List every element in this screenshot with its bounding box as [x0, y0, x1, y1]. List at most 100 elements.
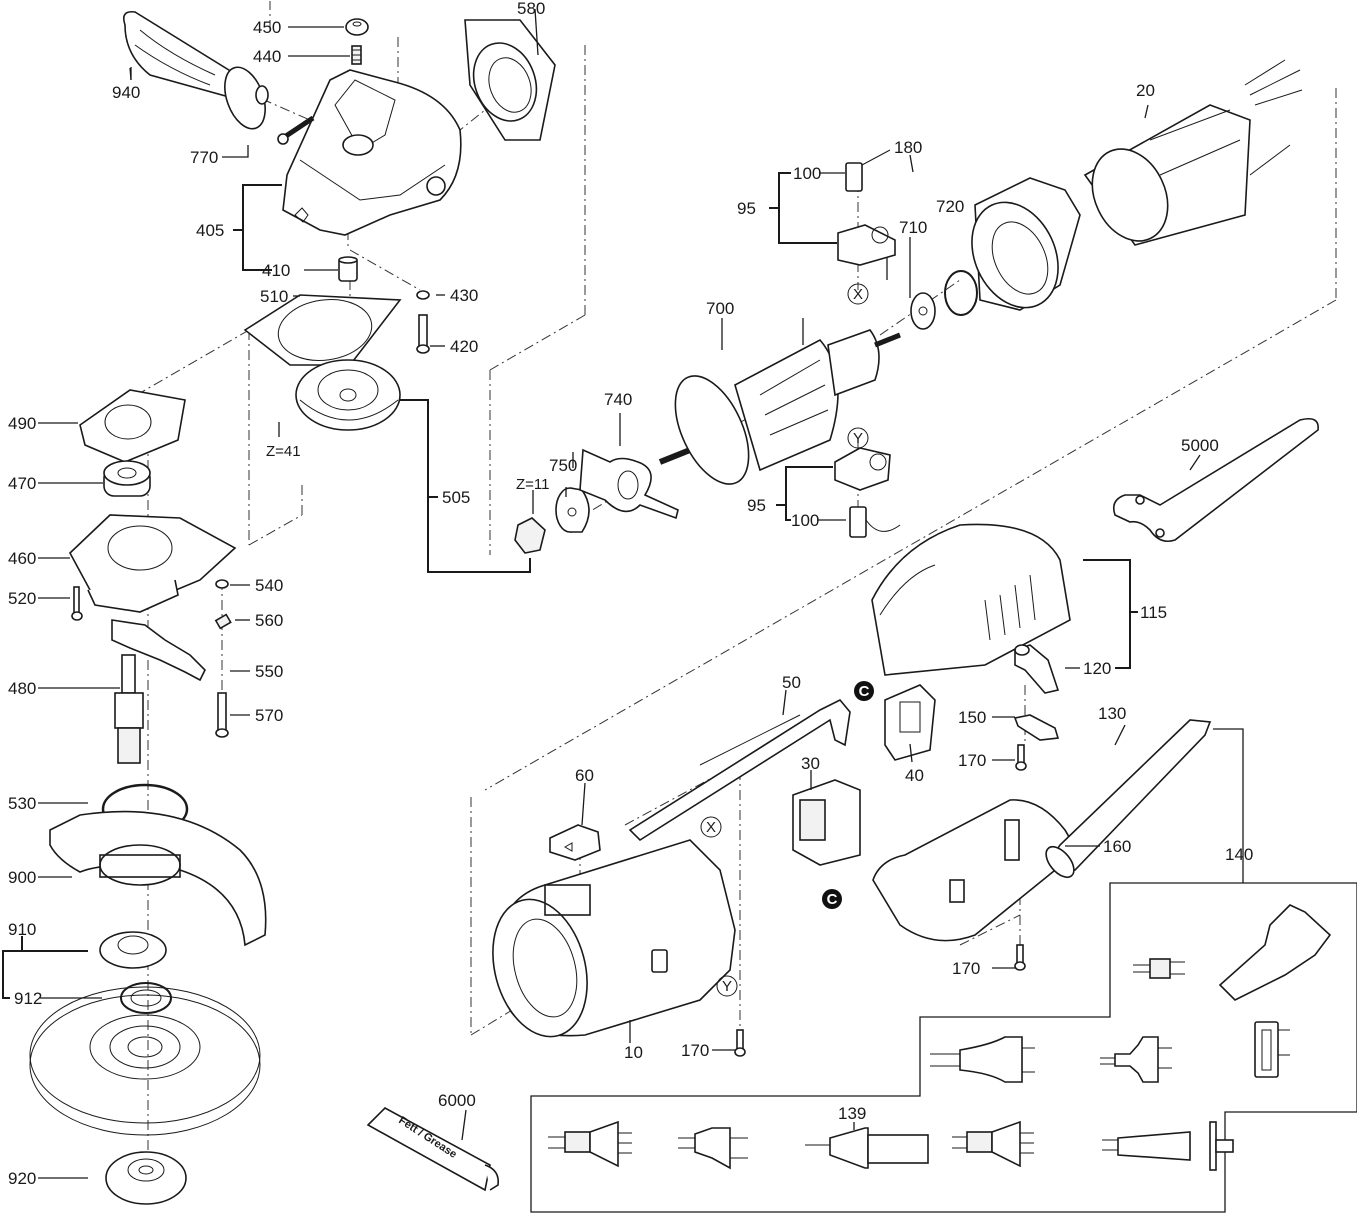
label-100-upper: 100	[793, 164, 821, 183]
motor-housing-10	[492, 839, 736, 1038]
grinding-disc	[29, 986, 261, 1136]
label-450: 450	[253, 18, 281, 37]
label-130: 130	[1098, 704, 1126, 723]
screw-770	[277, 115, 315, 145]
clamping-nut-920	[105, 1151, 187, 1205]
label-510: 510	[260, 287, 288, 306]
label-540: 540	[255, 576, 283, 595]
spring-440	[351, 45, 362, 65]
brush-holder-95-upper	[837, 224, 896, 266]
svg-text:C: C	[827, 891, 838, 908]
ref-mark-c-lower: C	[822, 889, 842, 909]
svg-text:C: C	[859, 683, 870, 700]
plug-variant-8-139	[805, 1127, 929, 1169]
svg-text:Y: Y	[853, 430, 863, 447]
leader-lines	[2, 8, 1244, 1179]
label-410: 410	[262, 261, 290, 280]
plug-variant-9	[952, 1120, 1034, 1168]
pin-420	[416, 314, 430, 354]
plug-variant-5	[1254, 1021, 1290, 1078]
label-740: 740	[604, 390, 632, 409]
label-405: 405	[196, 221, 224, 240]
label-912: 912	[14, 989, 42, 1008]
spanner-5000	[1112, 417, 1319, 543]
label-120: 120	[1083, 659, 1111, 678]
side-handle-940	[122, 10, 269, 130]
spindle-480	[114, 654, 144, 764]
label-480: 480	[8, 679, 36, 698]
label-940: 940	[112, 83, 140, 102]
ref-mark-c-upper: C	[854, 681, 874, 701]
label-750: 750	[549, 456, 577, 475]
screw-170-mid	[1014, 944, 1026, 971]
label-z11: Z=11	[516, 476, 550, 493]
switch-part-120	[1014, 644, 1060, 694]
label-115: 115	[1140, 603, 1167, 622]
label-550: 550	[255, 662, 283, 681]
bevel-gear-large-z41	[295, 359, 401, 431]
cover-580	[464, 19, 556, 141]
plug-variant-10	[1102, 1121, 1234, 1171]
label-910: 910	[8, 920, 36, 939]
label-920: 920	[8, 1169, 36, 1188]
label-505: 505	[442, 488, 470, 507]
label-170-bottom: 170	[681, 1041, 709, 1060]
label-180: 180	[894, 138, 922, 157]
label-139: 139	[838, 1104, 866, 1123]
part-labels: 450 440 580 940 770 405 410 510 430 420 …	[8, 0, 1253, 1188]
screw-520	[71, 586, 83, 621]
label-170-right: 170	[958, 751, 986, 770]
label-170-mid: 170	[952, 959, 980, 978]
plug-variant-6	[548, 1120, 632, 1168]
baffle-740	[579, 448, 679, 520]
screw-170-bottom	[734, 1029, 746, 1057]
label-95-lower: 95	[747, 496, 766, 515]
label-560: 560	[255, 611, 283, 630]
label-900: 900	[8, 868, 36, 887]
cable-sleeve-130	[1045, 719, 1212, 879]
ring-720	[944, 270, 978, 316]
bearing-750	[555, 487, 590, 533]
washer-540	[215, 579, 229, 589]
label-5000: 5000	[1181, 436, 1219, 455]
label-460: 460	[8, 549, 36, 568]
label-520: 520	[8, 589, 36, 608]
plug-variants-box	[530, 882, 1357, 1213]
cap-450	[345, 18, 369, 36]
switch-30	[792, 779, 861, 866]
bushing-410	[338, 256, 358, 282]
label-150: 150	[958, 708, 986, 727]
label-50: 50	[782, 673, 801, 692]
plug-variant-2	[1218, 904, 1332, 1001]
label-z41: Z=41	[266, 443, 301, 460]
pinion-z11	[514, 517, 546, 554]
spring-560	[214, 613, 232, 630]
screw-170-right	[1015, 744, 1027, 771]
ref-mark-y-lower: Y	[716, 975, 738, 997]
carbon-brush-100-lower	[849, 506, 901, 538]
grease-tube-6000: Fett / Grease	[366, 1107, 500, 1192]
bearing-710	[910, 292, 936, 330]
label-530: 530	[8, 794, 36, 813]
svg-text:Y: Y	[722, 978, 732, 995]
slide-switch-60	[549, 824, 601, 861]
ref-mark-x-lower: X	[700, 816, 722, 838]
plug-variant-7	[678, 1127, 748, 1170]
label-6000: 6000	[438, 1091, 476, 1110]
label-570: 570	[255, 706, 283, 725]
lock-lever-550	[111, 619, 206, 682]
plug-variant-4	[1100, 1036, 1172, 1083]
wheel-guard-900	[49, 810, 267, 947]
electronic-module-40	[884, 684, 936, 761]
label-140: 140	[1225, 845, 1253, 864]
label-700: 700	[706, 299, 734, 318]
gasket-510	[243, 294, 402, 366]
o-ring-912	[120, 982, 172, 1014]
label-20: 20	[1136, 81, 1155, 100]
bearing-470	[103, 460, 151, 497]
carbon-brush-100-upper	[845, 149, 891, 192]
washer-430	[416, 290, 430, 300]
switch-rod-50	[628, 699, 851, 842]
pin-570	[215, 692, 229, 738]
